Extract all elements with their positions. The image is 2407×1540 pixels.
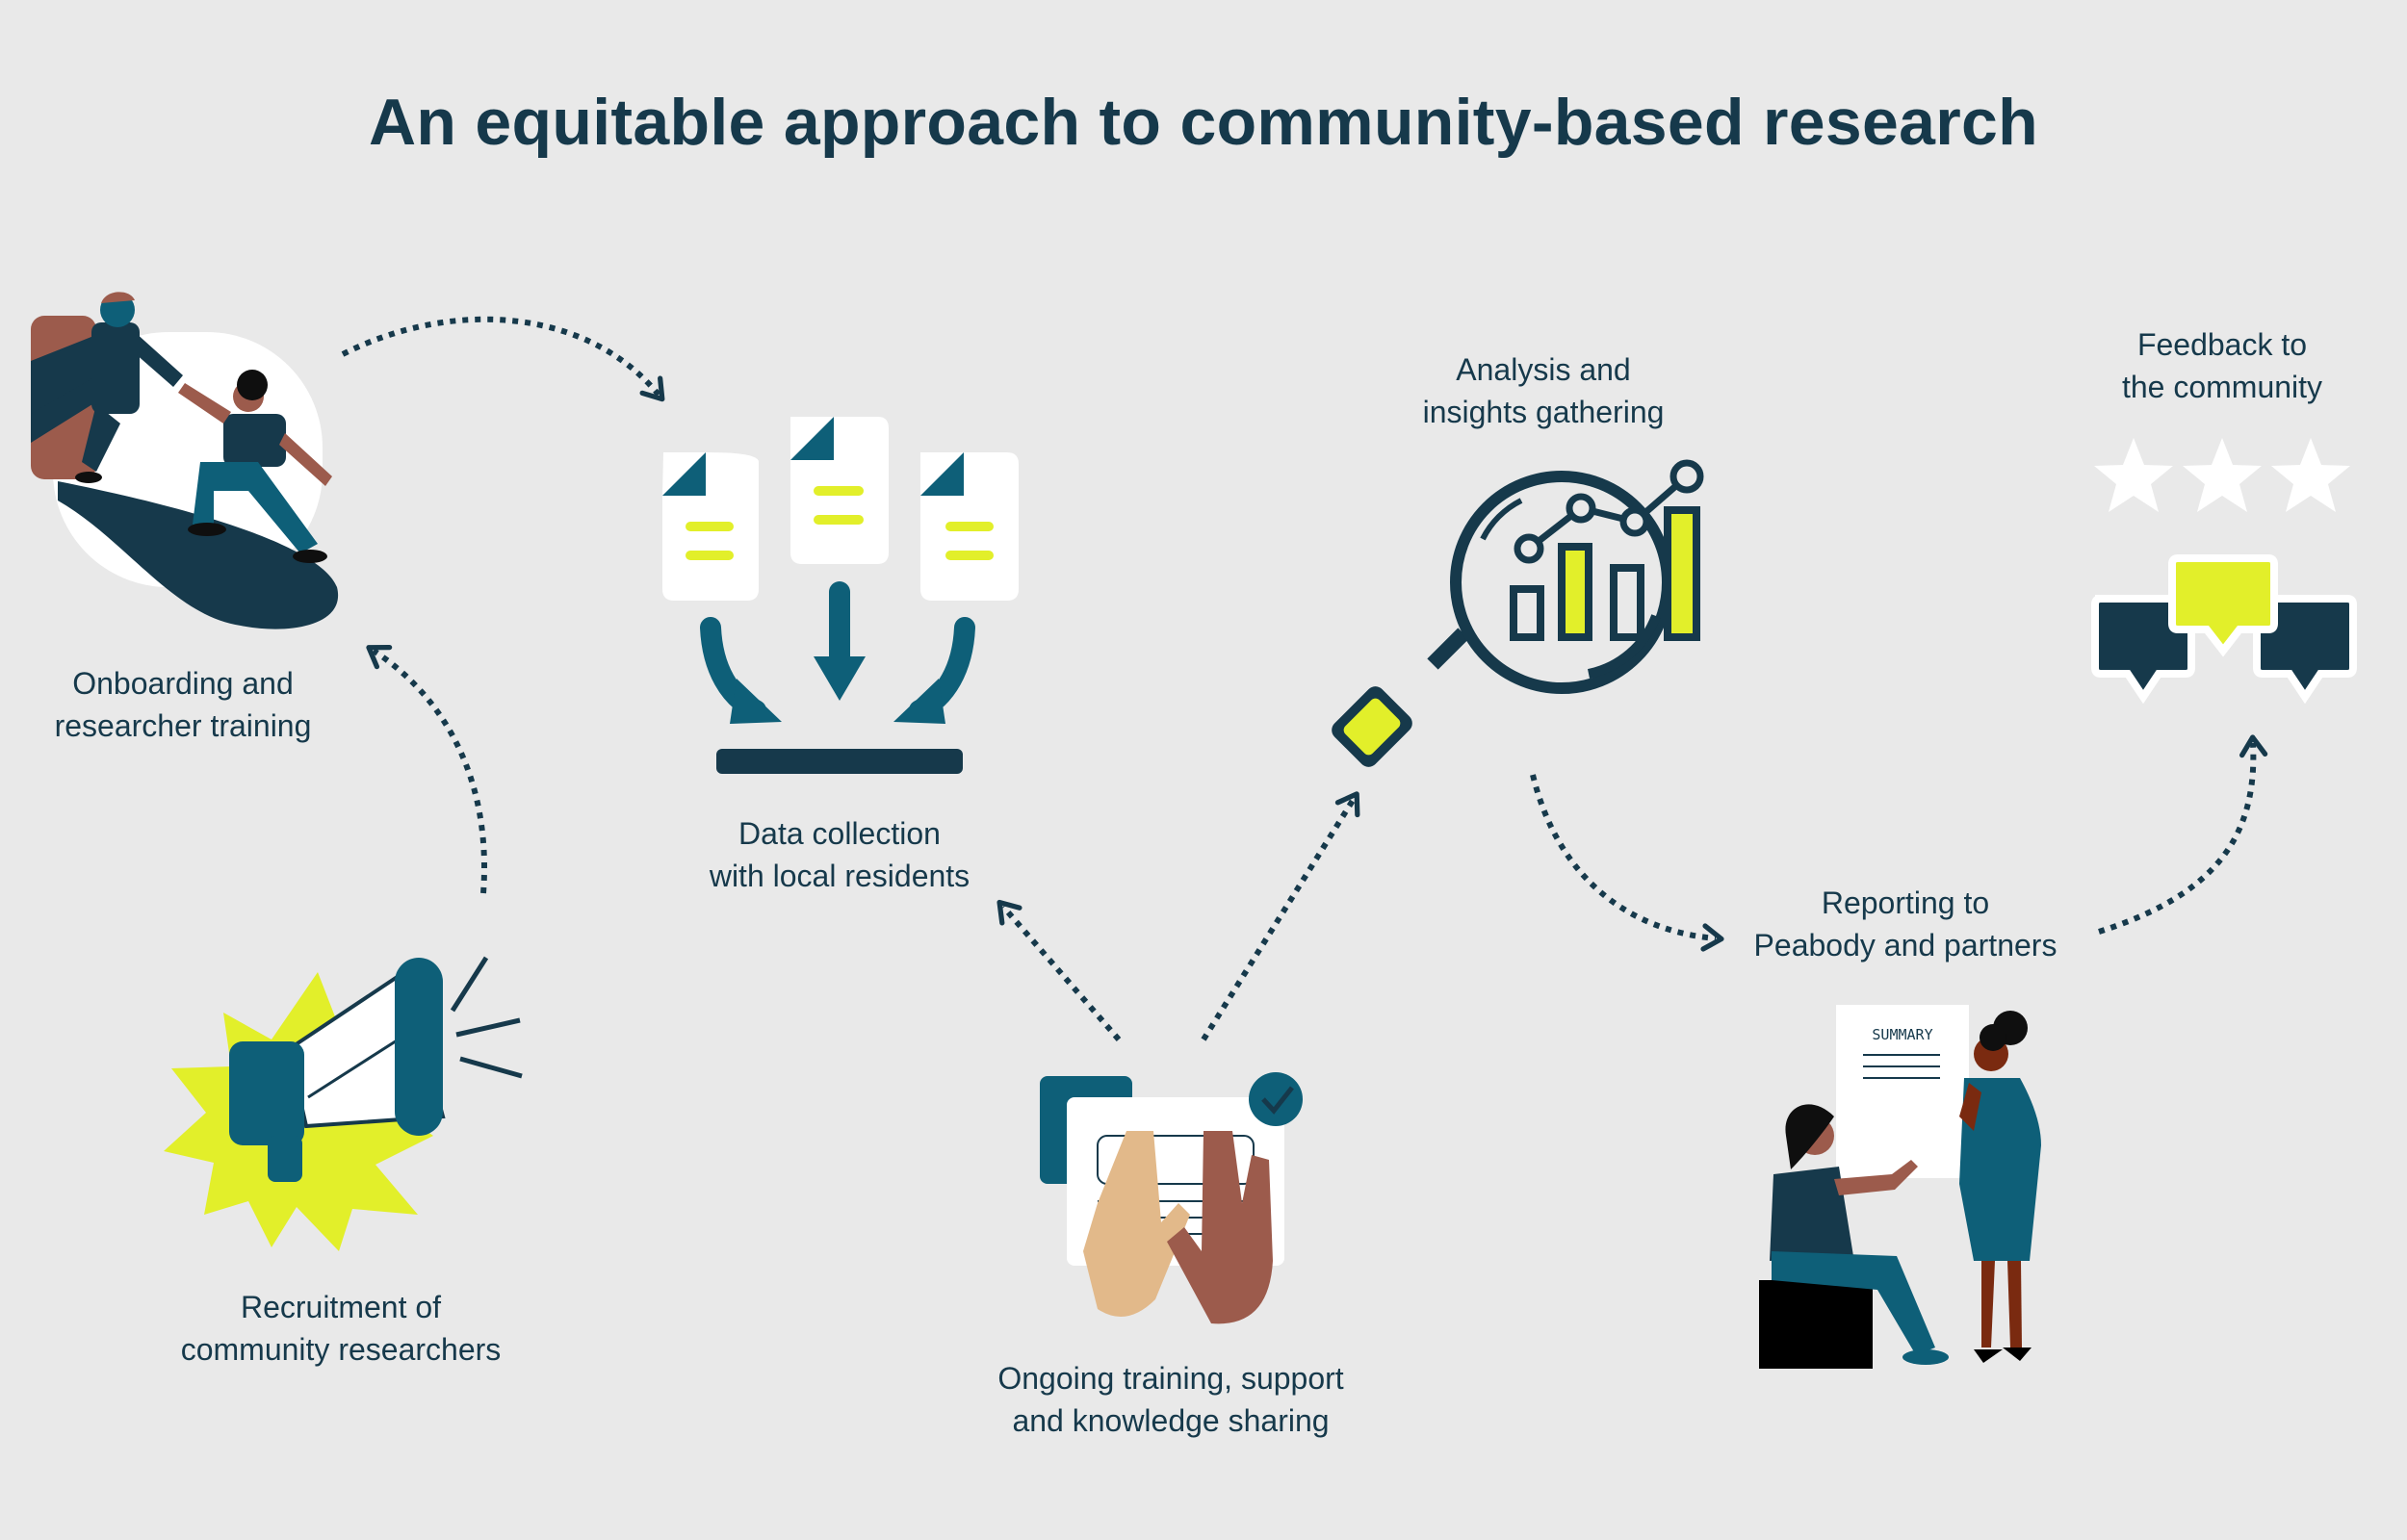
label-recruitment-line1: Recruitment of bbox=[240, 1290, 442, 1324]
document-left bbox=[662, 452, 759, 601]
label-reporting-line2: Peabody and partners bbox=[1753, 928, 2058, 962]
label-analysis-line1: Analysis and bbox=[1456, 352, 1631, 387]
high-five-icon bbox=[1040, 1072, 1303, 1324]
label-data-collection: Data collection with local residents bbox=[686, 812, 994, 897]
label-ongoing: Ongoing training, support and knowledge … bbox=[978, 1357, 1363, 1442]
handshake-climb-icon bbox=[31, 292, 339, 629]
page-title: An equitable approach to community-based… bbox=[369, 86, 2038, 159]
label-reporting-line1: Reporting to bbox=[1821, 886, 1990, 920]
arrow-reporting-to-feedback bbox=[2098, 734, 2268, 935]
label-onboarding-line2: researcher training bbox=[54, 708, 312, 743]
star-2 bbox=[2183, 438, 2262, 512]
document-middle bbox=[790, 417, 889, 564]
meeting-people-icon: SUMMARY bbox=[1759, 1005, 2041, 1369]
rating-stars-chat-icon bbox=[2091, 438, 2357, 705]
documents-download-icon bbox=[662, 417, 1019, 774]
star-3 bbox=[2271, 438, 2350, 512]
label-onboarding-line1: Onboarding and bbox=[72, 666, 294, 701]
summary-doc-title: SUMMARY bbox=[1872, 1026, 1932, 1043]
label-onboarding: Onboarding and researcher training bbox=[29, 662, 337, 747]
arrow-analysis-to-reporting bbox=[1530, 774, 1724, 952]
label-ongoing-line2: and knowledge sharing bbox=[1012, 1403, 1330, 1438]
label-analysis: Analysis and insights gathering bbox=[1394, 348, 1693, 433]
label-data-collection-line2: with local residents bbox=[709, 859, 971, 893]
label-feedback-line1: Feedback to bbox=[2136, 327, 2308, 362]
arrow-ongoing-to-analysis bbox=[1201, 791, 1360, 1041]
document-right bbox=[920, 452, 1019, 601]
label-feedback: Feedback to the community bbox=[2078, 323, 2367, 408]
magnifier-chart-icon bbox=[1332, 459, 1704, 767]
label-recruitment-line2: community researchers bbox=[180, 1332, 502, 1367]
star-1 bbox=[2094, 438, 2173, 512]
arrow-ongoing-to-data-collection bbox=[996, 899, 1122, 1041]
label-data-collection-line1: Data collection bbox=[738, 816, 941, 851]
arrow-onboarding-to-data-collection bbox=[341, 316, 665, 402]
label-reporting: Reporting to Peabody and partners bbox=[1727, 882, 2083, 966]
label-ongoing-line1: Ongoing training, support bbox=[997, 1361, 1344, 1396]
label-analysis-line2: insights gathering bbox=[1422, 395, 1665, 429]
flow-arrows bbox=[341, 316, 2268, 1041]
megaphone-icon bbox=[164, 956, 523, 1251]
label-feedback-line2: the community bbox=[2121, 370, 2323, 404]
arrow-recruitment-to-onboarding bbox=[366, 644, 487, 894]
label-recruitment: Recruitment of community researchers bbox=[146, 1286, 535, 1371]
